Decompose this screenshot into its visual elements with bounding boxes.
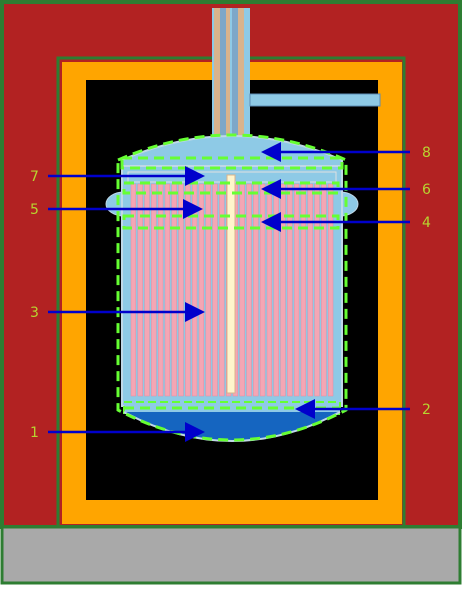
- fuel-rod: [246, 183, 252, 397]
- label-4: 4: [422, 215, 431, 231]
- label-2: 2: [422, 402, 431, 418]
- label-3: 3: [30, 305, 39, 321]
- fuel-rod: [198, 183, 205, 397]
- label-6: 6: [422, 182, 431, 198]
- label-5: 5: [30, 202, 39, 218]
- fuel-rod: [151, 183, 157, 397]
- callout-labels: 7 5 3 1 8 6 4 2: [30, 145, 431, 441]
- label-8: 8: [422, 145, 431, 161]
- fuel-rod: [327, 183, 334, 397]
- fuel-rod: [164, 183, 171, 397]
- fuel-rod: [280, 183, 286, 397]
- label-1: 1: [30, 425, 39, 441]
- callout-arrows: [48, 142, 410, 442]
- label-7: 7: [30, 169, 39, 185]
- fuel-rod: [293, 183, 300, 397]
- floor-slab: [0, 525, 462, 585]
- central-tube: [226, 174, 236, 394]
- fuel-rod: [307, 183, 313, 397]
- outlet-pipe: [249, 93, 381, 107]
- fuel-rod: [212, 183, 218, 397]
